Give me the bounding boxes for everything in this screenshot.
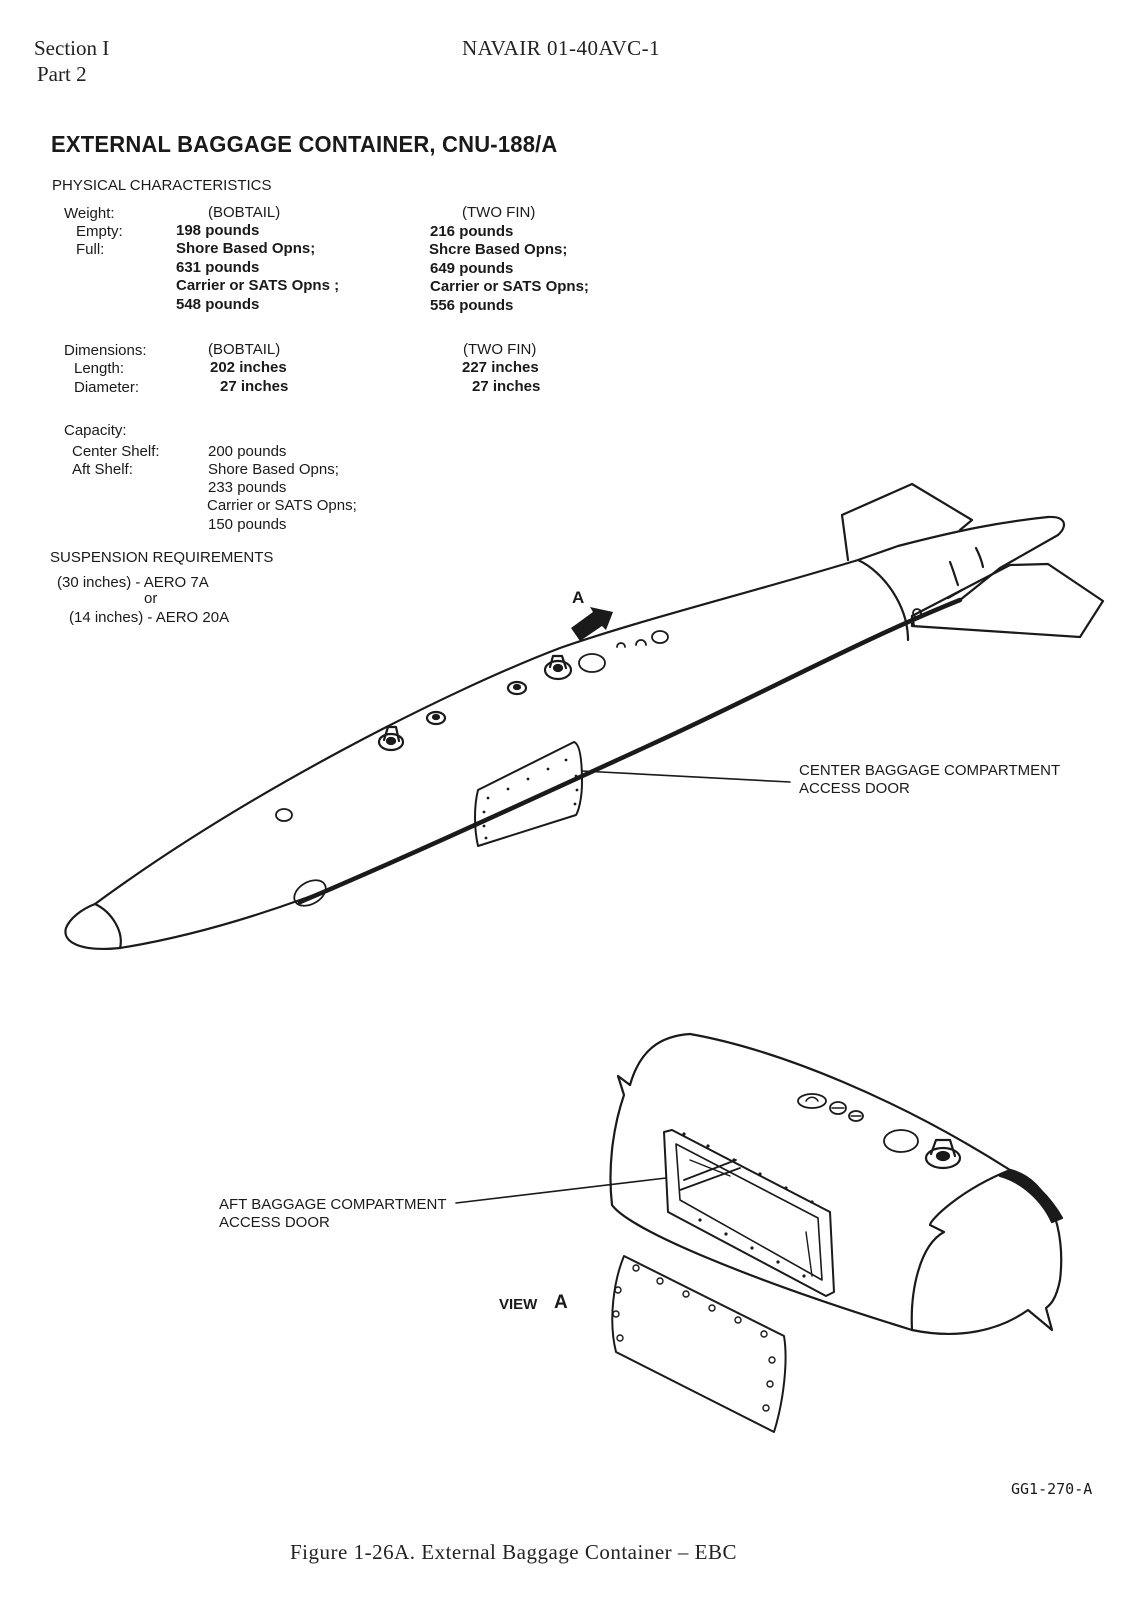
weight-empty-label: Empty: xyxy=(76,223,123,240)
capacity-shore-value: 233 pounds xyxy=(208,479,287,496)
body-joint xyxy=(856,558,910,642)
nose-cap xyxy=(93,902,122,950)
upper-fin xyxy=(840,482,974,562)
capacity-shore: Shore Based Opns; xyxy=(208,461,339,478)
figure-caption: Figure 1-26A. External Baggage Container… xyxy=(290,1540,737,1564)
capacity-carrier-value: 150 pounds xyxy=(208,516,287,533)
suspension-lug-3 xyxy=(506,680,528,696)
suspension-lug-4 xyxy=(543,654,573,681)
weight-bobtail-head: (BOBTAIL) xyxy=(208,204,281,221)
doc-number: NAVAIR 01-40AVC-1 xyxy=(462,36,661,60)
center-access-door xyxy=(474,741,583,847)
aft-access-door-panel xyxy=(611,1255,787,1433)
section-label: Section I xyxy=(34,36,110,60)
weight-twofin-head: (TWO FIN) xyxy=(462,204,536,221)
dimensions-twofin-diameter: 27 inches xyxy=(472,378,541,395)
part-label: Part 2 xyxy=(37,62,87,86)
capacity-carrier: Carrier or SATS Opns; xyxy=(207,497,357,514)
capacity-center-value: 200 pounds xyxy=(208,443,287,460)
physical-characteristics-heading: PHYSICAL CHARACTERISTICS xyxy=(52,177,272,194)
dimensions-label: Dimensions: xyxy=(64,342,147,359)
weight-bobtail-empty: 198 pounds xyxy=(176,222,260,239)
view-a-letter: A xyxy=(554,1292,568,1313)
view-a-detail xyxy=(455,1032,1064,1433)
container-body-outline xyxy=(64,515,1066,950)
dimensions-twofin-length: 227 inches xyxy=(462,359,539,376)
aft-door-callout-line2: ACCESS DOOR xyxy=(219,1214,330,1231)
center-door-callout-line2: ACCESS DOOR xyxy=(799,780,910,797)
dimensions-twofin-head: (TWO FIN) xyxy=(463,341,537,358)
weight-twofin-carrier-value: 556 pounds xyxy=(430,297,514,314)
capacity-aft-label: Aft Shelf: xyxy=(72,461,133,478)
weight-bobtail-carrier-value: 548 pounds xyxy=(176,296,260,313)
suspension-heading: SUSPENSION REQUIREMENTS xyxy=(50,549,274,566)
weight-twofin-shore: Shcre Based Opns; xyxy=(429,241,568,258)
suspension-line-1: (30 inches) - AERO 7A xyxy=(57,574,209,591)
suspension-lug-1 xyxy=(377,725,405,752)
figure-code: GG1-270-A xyxy=(1011,1480,1093,1498)
weight-twofin-empty: 216 pounds xyxy=(430,223,514,240)
center-door-callout-line1: CENTER BAGGAGE COMPARTMENT xyxy=(799,762,1061,779)
dimensions-diameter-label: Diameter: xyxy=(74,379,140,396)
suspension-lug-2 xyxy=(425,710,447,726)
dimensions-bobtail-length: 202 inches xyxy=(210,359,287,376)
capacity-label: Capacity: xyxy=(64,422,127,439)
arrow-a-label: A xyxy=(572,588,585,607)
weight-bobtail-shore: Shore Based Opns; xyxy=(176,240,316,257)
dimensions-length-label: Length: xyxy=(74,360,125,377)
weight-full-label: Full: xyxy=(76,241,105,258)
side-fin xyxy=(910,562,1105,639)
weight-twofin-shore-value: 649 pounds xyxy=(430,260,514,277)
weight-label: Weight: xyxy=(64,205,115,222)
dimensions-bobtail-head: (BOBTAIL) xyxy=(208,341,281,358)
view-a-arrow xyxy=(571,607,613,641)
weight-twofin-carrier: Carrier or SATS Opns; xyxy=(430,278,589,295)
page-title: EXTERNAL BAGGAGE CONTAINER, CNU-188/A xyxy=(51,131,558,158)
suspension-line-2: (14 inches) - AERO 20A xyxy=(69,609,230,626)
aft-door-callout-line1: AFT BAGGAGE COMPARTMENT xyxy=(219,1196,447,1213)
view-a-label: VIEW xyxy=(499,1296,538,1313)
weight-bobtail-carrier: Carrier or SATS Opns ; xyxy=(176,277,340,294)
suspension-or: or xyxy=(144,590,158,607)
weight-bobtail-shore-value: 631 pounds xyxy=(176,259,260,276)
capacity-center-label: Center Shelf: xyxy=(72,443,160,460)
dimensions-bobtail-diameter: 27 inches xyxy=(220,378,289,395)
